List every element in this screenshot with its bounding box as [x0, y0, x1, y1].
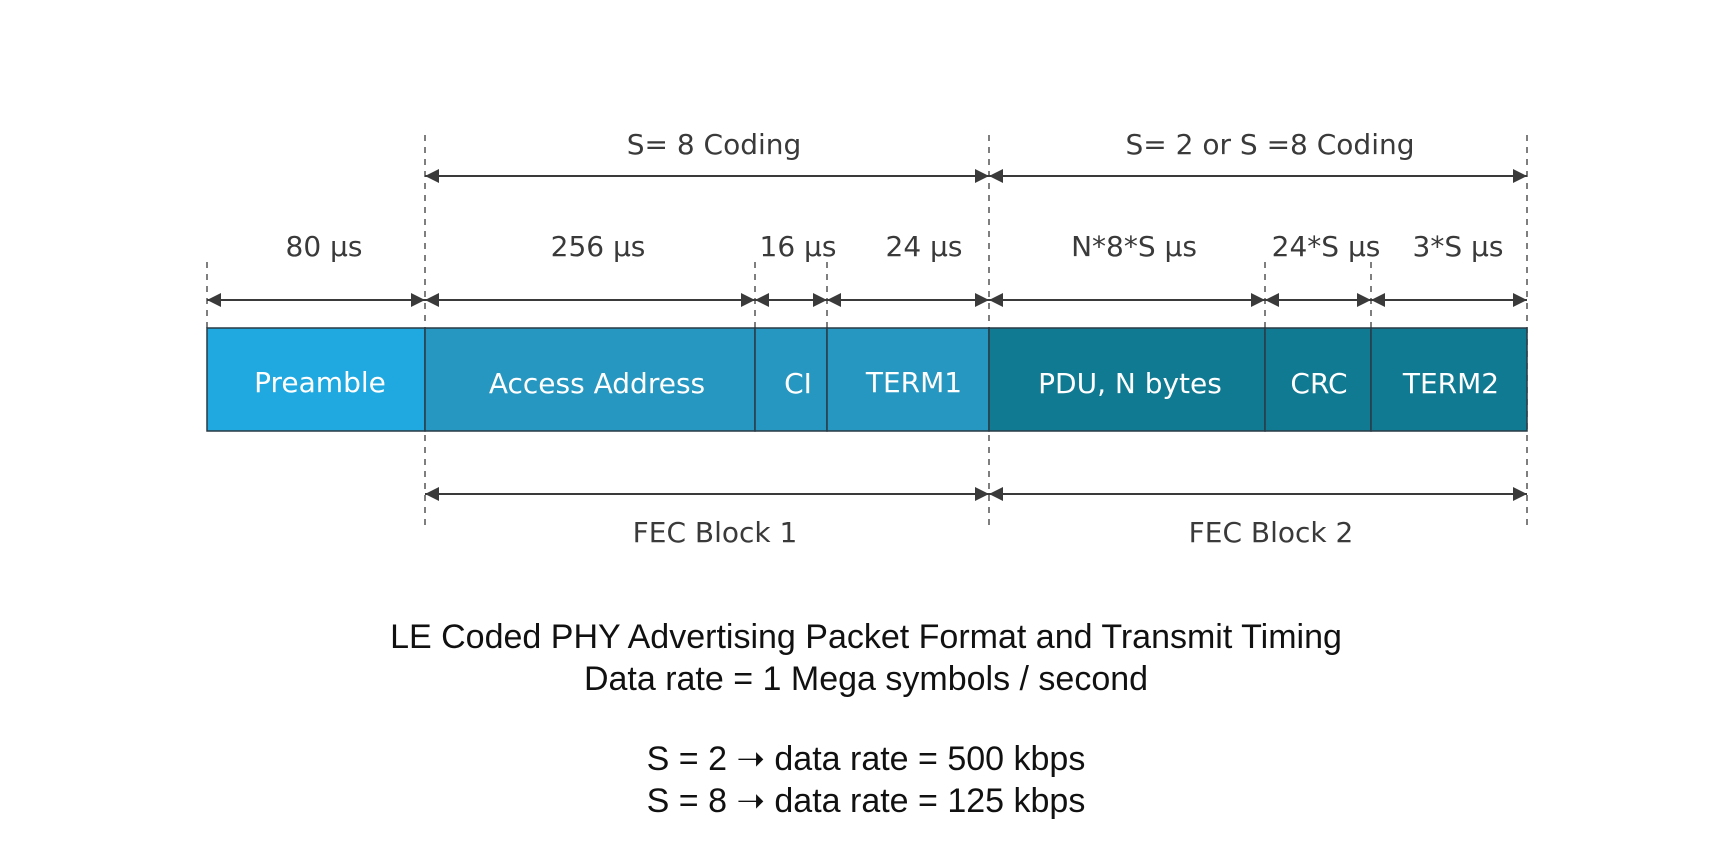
segment-label-pdu: PDU, N bytes [1038, 367, 1222, 400]
caption-data-rate: Data rate = 1 Mega symbols / second [584, 660, 1148, 698]
segment-label-crc: CRC [1290, 367, 1347, 400]
duration-label-ci: 16 µs [760, 230, 837, 263]
caption-s2-rate: S = 2 ➝ data rate = 500 kbps [647, 740, 1086, 778]
segment-crc [1264, 327, 1372, 432]
duration-label-term2: 3*S µs [1413, 230, 1504, 263]
segment-preamble [206, 327, 426, 432]
segment-ci [754, 327, 828, 432]
segment-label-preamble: Preamble [254, 366, 386, 399]
duration-label-term1: 24 µs [886, 230, 963, 263]
segment-pdu [988, 327, 1266, 432]
segment-access-address [424, 327, 756, 432]
segment-label-ci: CI [784, 367, 812, 400]
segment-term1 [826, 327, 990, 432]
duration-label-pdu: N*8*S µs [1071, 230, 1197, 263]
coding-label-block2: S= 2 or S =8 Coding [1126, 128, 1415, 161]
duration-label-access-address: 256 µs [551, 230, 646, 263]
caption-s8-rate: S = 8 ➝ data rate = 125 kbps [647, 782, 1086, 820]
segment-term2 [1370, 327, 1528, 432]
duration-label-preamble: 80 µs [286, 230, 363, 263]
fec-label-block1: FEC Block 1 [633, 516, 798, 549]
segment-label-term1: TERM1 [865, 366, 962, 399]
packet-segments [206, 327, 1528, 432]
caption-title: LE Coded PHY Advertising Packet Format a… [390, 618, 1342, 656]
fec-label-block2: FEC Block 2 [1189, 516, 1354, 549]
segment-label-access-address: Access Address [489, 367, 705, 400]
segment-label-term2: TERM2 [1402, 367, 1499, 400]
coding-label-block1: S= 8 Coding [627, 128, 802, 161]
duration-label-crc: 24*S µs [1272, 230, 1381, 263]
